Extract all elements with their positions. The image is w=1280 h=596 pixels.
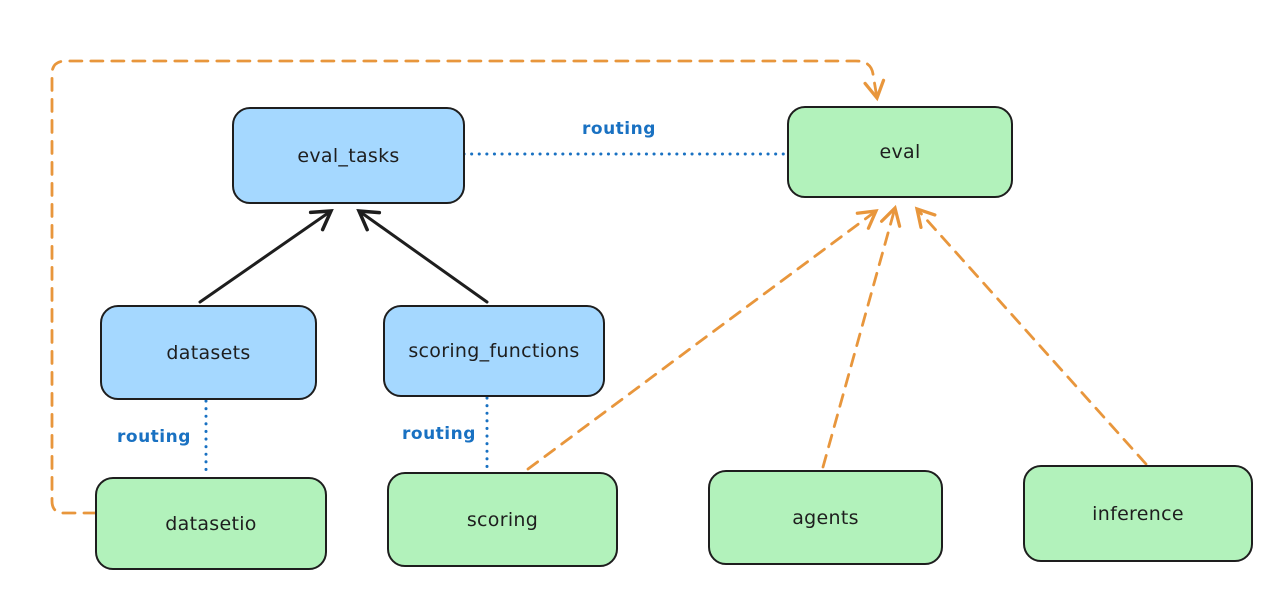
node-scoring-functions-label: scoring_functions [408,340,580,362]
node-scoring-label: scoring [466,508,539,531]
node-datasets-label: datasets [166,341,251,364]
node-datasets: datasets [100,305,317,400]
edge-scoring-to-eval [526,209,879,471]
edge-label-routing-scoring: routing [402,424,476,444]
node-agents-label: agents [792,506,859,529]
node-datasetio-label: datasetio [165,512,257,535]
node-eval-tasks-label: eval_tasks [297,144,400,167]
edge-label-routing-top: routing [582,119,656,139]
node-eval-label: eval [879,141,921,163]
edge-datasets-to-eval-tasks [198,209,334,304]
node-scoring-functions: scoring_functions [383,305,605,397]
edge-inference-to-eval [914,206,1148,466]
edge-agents-to-eval [821,204,902,469]
node-eval-tasks: eval_tasks [232,107,465,204]
node-agents: agents [708,470,943,565]
node-eval: eval [787,106,1013,198]
edge-label-routing-datasets: routing [117,427,191,447]
node-inference-label: inference [1092,502,1184,525]
node-scoring: scoring [387,472,618,567]
edge-scoring-functions-to-eval-tasks [356,209,489,304]
node-inference: inference [1023,465,1253,562]
node-datasetio: datasetio [95,477,327,570]
edge-datasetio-to-eval [50,59,886,515]
